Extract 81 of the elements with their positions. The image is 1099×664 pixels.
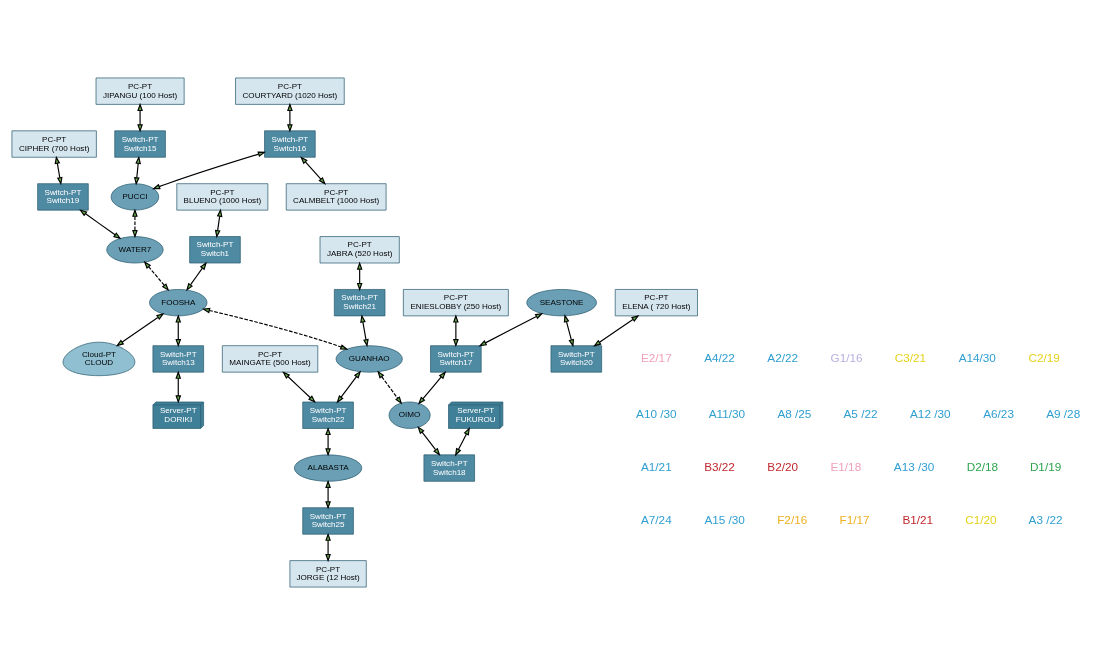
label: A1/21 <box>640 459 672 473</box>
node-box: PC-PT COURTYARD (1020 Host) <box>235 77 345 105</box>
arrow <box>454 426 470 456</box>
arrow <box>452 313 459 347</box>
arrow <box>214 208 223 238</box>
label: B1/21 <box>902 512 934 526</box>
label: A9 /28 <box>1046 406 1081 420</box>
node-box: PC-PT JABRA (520 Host) <box>319 235 400 263</box>
label: A15 /30 <box>704 512 745 526</box>
arrow <box>377 369 403 405</box>
node-box: PC-PT JIPANGU (100 Host) <box>95 77 185 105</box>
node-box: PC-PT BLUENO (1000 Host) <box>176 182 269 210</box>
label: F1/17 <box>839 512 870 526</box>
arrow <box>593 314 640 347</box>
arrow <box>54 155 63 185</box>
arrow <box>115 312 165 347</box>
label: G1/16 <box>830 350 863 364</box>
arrow <box>478 312 544 346</box>
node-ellipse: OIMO <box>388 401 431 429</box>
node-box: PC-PT CIPHER (700 Host) <box>11 129 97 158</box>
label: A7/24 <box>640 512 672 526</box>
label: A13 /30 <box>893 459 935 473</box>
node-box: PC-PT CALMBELT (1000 Host) <box>285 182 387 210</box>
arrow <box>79 208 122 239</box>
arrow <box>300 155 327 185</box>
arrow <box>287 102 293 133</box>
label: A5 /22 <box>843 406 878 420</box>
node-box: Switch-PT Switch17 <box>430 344 482 372</box>
node-box: PC-PT ENIESLOBBY (250 Host) <box>403 288 509 316</box>
node-box: Switch-PT Switch25 <box>302 506 354 535</box>
label: C3/21 <box>894 350 927 364</box>
label: F2/16 <box>777 512 808 526</box>
label: A6/23 <box>983 406 1014 420</box>
label: A10 /30 <box>636 406 677 420</box>
arrow <box>137 102 143 133</box>
arrow <box>563 313 575 347</box>
arrow <box>201 307 349 350</box>
arrow <box>417 370 447 405</box>
node-box: Switch-PT Switch19 <box>37 182 89 210</box>
arrow <box>185 261 207 291</box>
node-box: Switch-PT Switch15 <box>114 129 166 158</box>
arrow <box>132 208 138 238</box>
label: D2/18 <box>966 459 999 473</box>
node-box: Switch-PT Switch20 <box>550 344 602 372</box>
label: C1/20 <box>965 512 997 526</box>
node-box: Switch-PT Switch13 <box>152 344 204 372</box>
label: C2/19 <box>1028 350 1060 364</box>
node-ellipse: WATER7 <box>106 235 164 263</box>
arrow <box>325 532 331 562</box>
arrow <box>282 370 316 403</box>
arrow <box>360 313 369 347</box>
node-ellipse: FOOSHA <box>149 288 208 316</box>
node-box: Switch-PT Switch16 <box>264 129 316 158</box>
arrow <box>152 150 267 189</box>
arrow <box>417 425 441 456</box>
node-ellipse: ALABASTA <box>294 454 363 482</box>
arrow <box>336 369 362 403</box>
label: A3 /22 <box>1028 512 1063 526</box>
label: A2/22 <box>767 350 799 364</box>
label: A4/22 <box>704 350 735 364</box>
node-box: PC-PT MAINGATE (500 Host) <box>221 344 319 372</box>
label: A11/30 <box>708 406 746 420</box>
node-box: Switch-PT Switch18 <box>423 454 475 482</box>
label: D1/19 <box>1029 459 1062 473</box>
label: E1/18 <box>830 459 862 473</box>
label: B3/22 <box>704 459 735 473</box>
label: B2/20 <box>767 459 799 473</box>
label: A12 /30 <box>910 406 951 420</box>
arrow <box>143 260 170 291</box>
node-box: Switch-PT Switch22 <box>302 401 354 429</box>
node-box: PC-PT ELENA ( 720 Host) <box>614 288 698 316</box>
arrow <box>325 426 331 457</box>
node-ellipse: SEASTONE <box>526 288 597 316</box>
label: A8 /25 <box>777 406 812 420</box>
label: E2/17 <box>640 350 672 364</box>
node-box: Switch-PT Switch1 <box>189 235 241 263</box>
arrow <box>133 155 142 185</box>
node-box: PC-PT JORGE (12 Host) <box>289 559 367 587</box>
arrow <box>325 479 331 509</box>
node-box: Switch-PT Switch21 <box>333 288 386 316</box>
label: A14/30 <box>958 350 996 364</box>
